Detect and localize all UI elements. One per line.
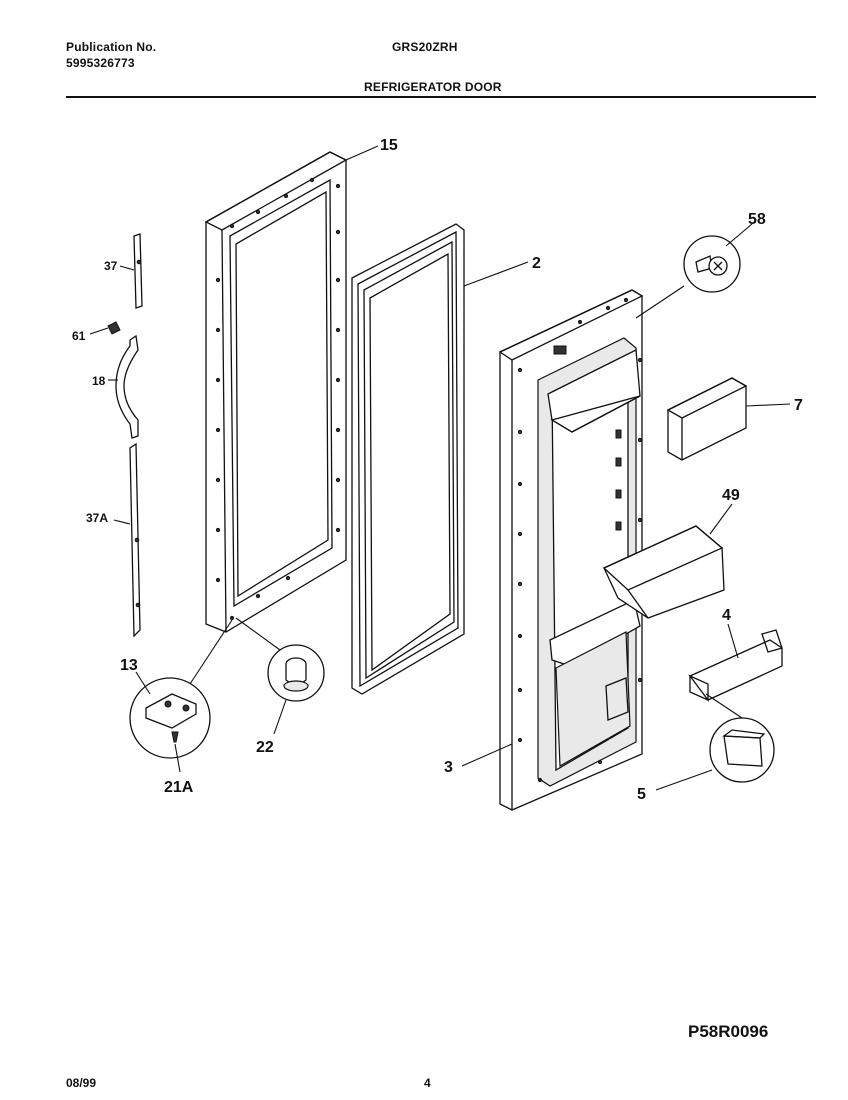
callout-22: 22 — [256, 739, 274, 756]
callout-18: 18 — [92, 374, 106, 388]
callout-7: 7 — [794, 397, 803, 414]
hinge-detail — [129, 677, 211, 759]
page-number: 4 — [424, 1076, 431, 1090]
door-liner — [498, 289, 644, 811]
door-handle — [115, 334, 139, 439]
callout-15: 15 — [380, 137, 398, 154]
callout-61: 61 — [72, 329, 86, 343]
door-outer-panel — [204, 151, 348, 633]
screw-detail — [683, 235, 741, 293]
callout-4: 4 — [722, 607, 731, 624]
publication-label: Publication No. — [66, 40, 157, 54]
handle-screw — [107, 321, 121, 335]
model-number: GRS20ZRH — [392, 40, 458, 54]
callout-37: 37 — [104, 259, 118, 273]
callout-58: 58 — [748, 211, 766, 228]
callout-37a: 37A — [86, 511, 108, 525]
footer-date: 08/99 — [66, 1076, 97, 1090]
figure-id: P58R0096 — [688, 1022, 769, 1041]
callout-3: 3 — [444, 759, 453, 776]
upper-handle-trim — [133, 233, 143, 309]
bushing-detail — [267, 644, 325, 702]
lower-handle-trim — [129, 442, 141, 638]
dairy-door-cover — [666, 377, 748, 461]
door-gasket — [351, 223, 465, 695]
section-title: REFRIGERATOR DOOR — [364, 80, 502, 94]
callout-2: 2 — [532, 255, 541, 272]
callout-21a: 21A — [164, 779, 194, 796]
header-divider — [66, 96, 816, 98]
callout-5: 5 — [637, 786, 646, 803]
callout-49: 49 — [722, 487, 740, 504]
leader-lines — [89, 145, 791, 791]
door-bin — [602, 525, 725, 619]
retainer-clip-detail — [709, 717, 775, 783]
bin-retainer — [687, 629, 783, 702]
callout-13: 13 — [120, 657, 138, 674]
publication-number: 5995326773 — [66, 56, 135, 70]
